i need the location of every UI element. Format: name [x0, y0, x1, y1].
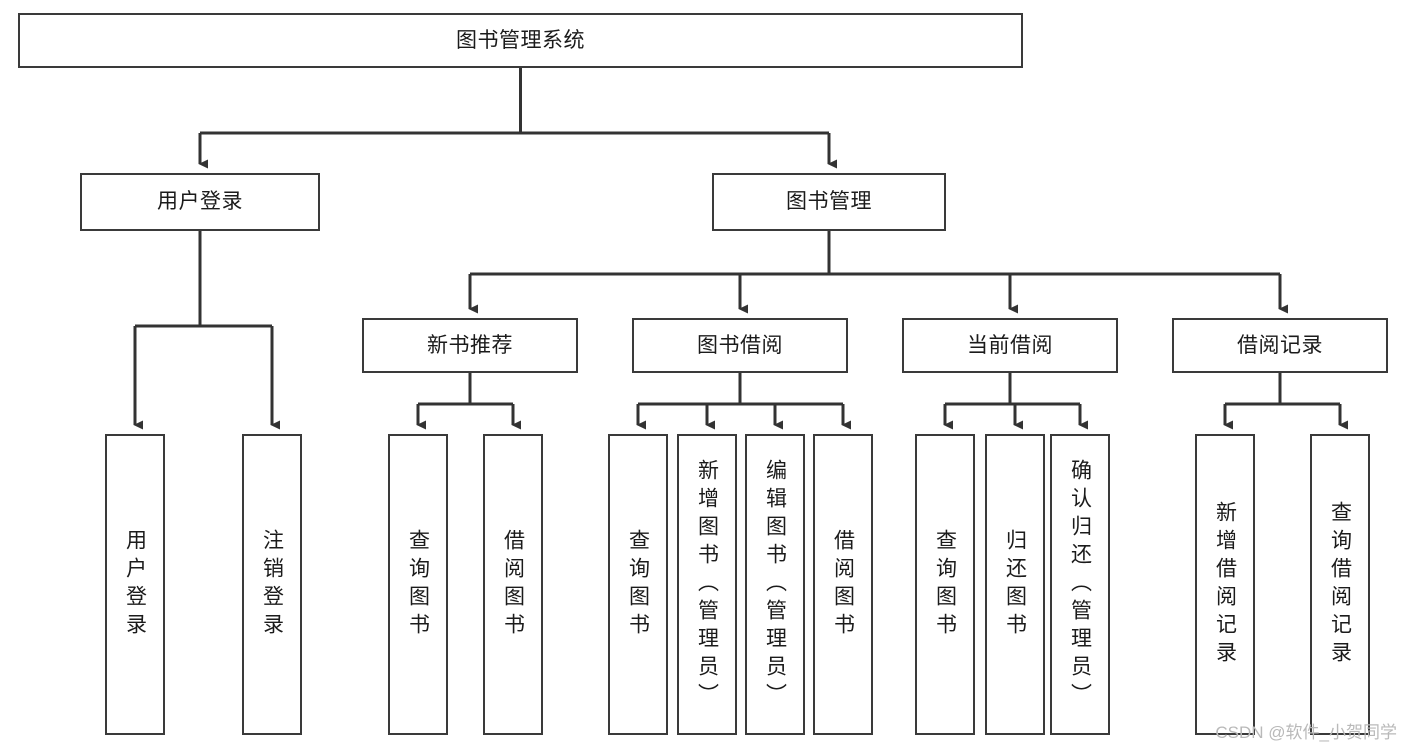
node-book-manage-label: 图书管理 [786, 190, 872, 214]
node-leaf-add-book-label: 新增图书（管理员） [695, 458, 719, 711]
node-book-manage[interactable]: 图书管理 [712, 173, 946, 231]
node-leaf-borrow-book-1[interactable]: 借阅图书 [483, 434, 543, 735]
node-book-borrow-label: 图书借阅 [697, 333, 783, 357]
node-leaf-query-book-2-label: 查询图书 [626, 528, 650, 641]
node-leaf-add-book[interactable]: 新增图书（管理员） [677, 434, 737, 735]
node-leaf-borrow-book-2-label: 借阅图书 [831, 528, 855, 641]
node-leaf-query-record-label: 查询借阅记录 [1328, 500, 1352, 669]
node-new-book-rec-label: 新书推荐 [427, 333, 513, 357]
node-leaf-query-book-1-label: 查询图书 [406, 528, 430, 641]
node-leaf-add-record[interactable]: 新增借阅记录 [1195, 434, 1255, 735]
node-leaf-confirm-return-label: 确认归还（管理员） [1068, 458, 1092, 711]
node-user-login[interactable]: 用户登录 [80, 173, 320, 231]
node-book-borrow[interactable]: 图书借阅 [632, 318, 848, 373]
node-leaf-query-book-3[interactable]: 查询图书 [915, 434, 975, 735]
node-leaf-confirm-return[interactable]: 确认归还（管理员） [1050, 434, 1110, 735]
node-leaf-add-record-label: 新增借阅记录 [1213, 500, 1237, 669]
node-leaf-query-book-3-label: 查询图书 [933, 528, 957, 641]
node-leaf-logout[interactable]: 注销登录 [242, 434, 302, 735]
node-leaf-edit-book-label: 编辑图书（管理员） [763, 458, 787, 711]
node-root[interactable]: 图书管理系统 [18, 13, 1023, 68]
node-new-book-rec[interactable]: 新书推荐 [362, 318, 578, 373]
node-leaf-borrow-book-1-label: 借阅图书 [501, 528, 525, 641]
node-user-login-label: 用户登录 [157, 190, 243, 214]
node-leaf-return-book-label: 归还图书 [1003, 528, 1027, 641]
node-leaf-return-book[interactable]: 归还图书 [985, 434, 1045, 735]
node-leaf-user-login-label: 用户登录 [123, 528, 147, 641]
node-borrow-record-label: 借阅记录 [1237, 333, 1323, 357]
node-leaf-borrow-book-2[interactable]: 借阅图书 [813, 434, 873, 735]
node-borrow-record[interactable]: 借阅记录 [1172, 318, 1388, 373]
node-leaf-query-book-1[interactable]: 查询图书 [388, 434, 448, 735]
node-leaf-user-login[interactable]: 用户登录 [105, 434, 165, 735]
node-root-label: 图书管理系统 [456, 28, 585, 52]
node-leaf-edit-book[interactable]: 编辑图书（管理员） [745, 434, 805, 735]
node-current-borrow-label: 当前借阅 [967, 333, 1053, 357]
node-leaf-logout-label: 注销登录 [260, 528, 284, 641]
node-leaf-query-book-2[interactable]: 查询图书 [608, 434, 668, 735]
node-current-borrow[interactable]: 当前借阅 [902, 318, 1118, 373]
node-leaf-query-record[interactable]: 查询借阅记录 [1310, 434, 1370, 735]
